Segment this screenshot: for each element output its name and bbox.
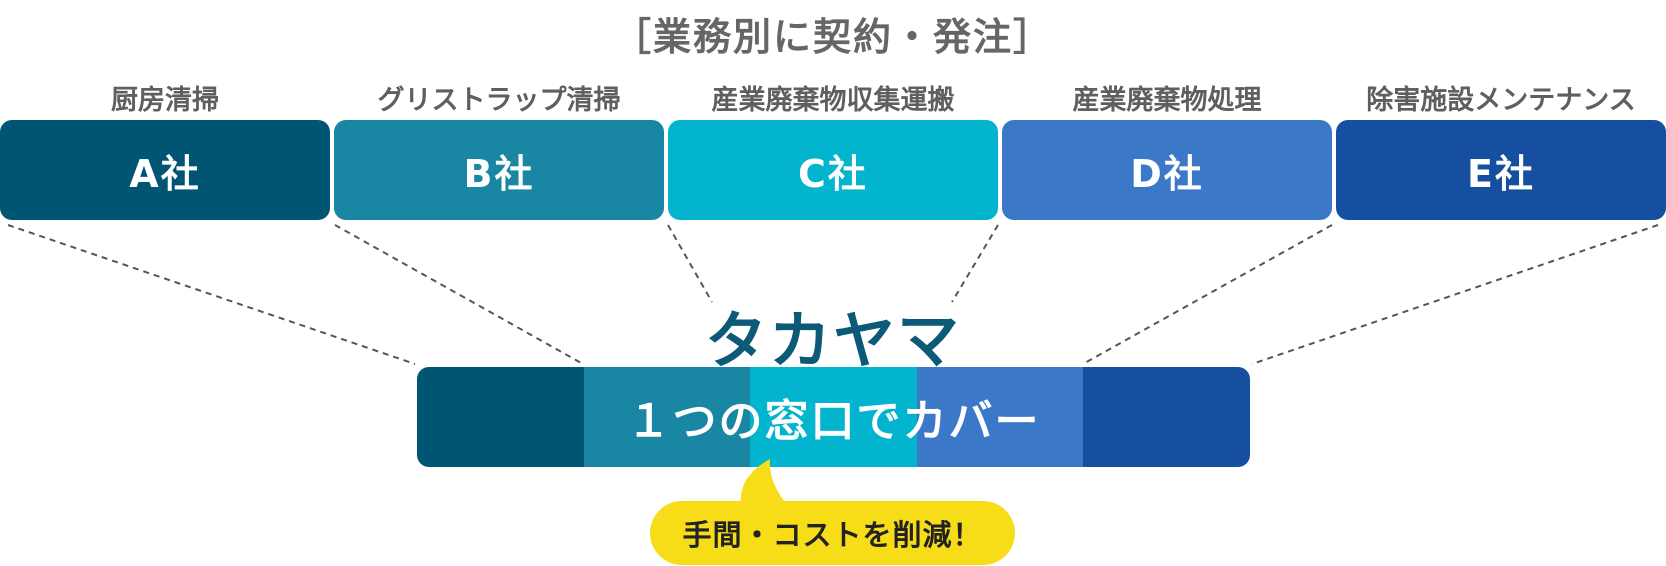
- company-box-c: C社: [668, 120, 998, 220]
- company-box-b: B社: [334, 120, 664, 220]
- bar-segment-c: [750, 367, 917, 467]
- bar-segment-d: [916, 367, 1084, 467]
- single-window-bar: [417, 367, 1250, 467]
- single-window-label: １つの窓口でカバー: [626, 396, 1041, 447]
- connector-line-a-left: [7, 224, 416, 365]
- bar-segment-e: [1083, 367, 1250, 467]
- diagram-title: ［業務別に契約・発注］: [612, 15, 1053, 59]
- bar-segment-a: [417, 367, 584, 467]
- category-label-a: 厨房清掃: [111, 85, 219, 116]
- connector-line-b-left: [334, 224, 584, 365]
- connector-line-e-right: [1251, 224, 1659, 365]
- company-box-a: A社: [0, 120, 330, 220]
- category-label-c: 産業廃棄物収集運搬: [711, 85, 955, 116]
- callout-bubble: 手間・コストを削減！: [650, 501, 1015, 565]
- connector-line-c-left: [667, 224, 713, 303]
- category-label-d: 産業廃棄物処理: [1072, 85, 1262, 116]
- connector-line-c-right: [951, 224, 999, 303]
- bar-segment-b: [583, 367, 751, 467]
- company-box-e: E社: [1336, 120, 1666, 220]
- category-label-e: 除害施設メンテナンス: [1366, 85, 1636, 116]
- connector-line-d-right: [1082, 224, 1333, 365]
- company-box-d: D社: [1002, 120, 1332, 220]
- category-label-b: グリストラップ清掃: [377, 85, 621, 116]
- brand-name: タカヤマ: [704, 304, 961, 377]
